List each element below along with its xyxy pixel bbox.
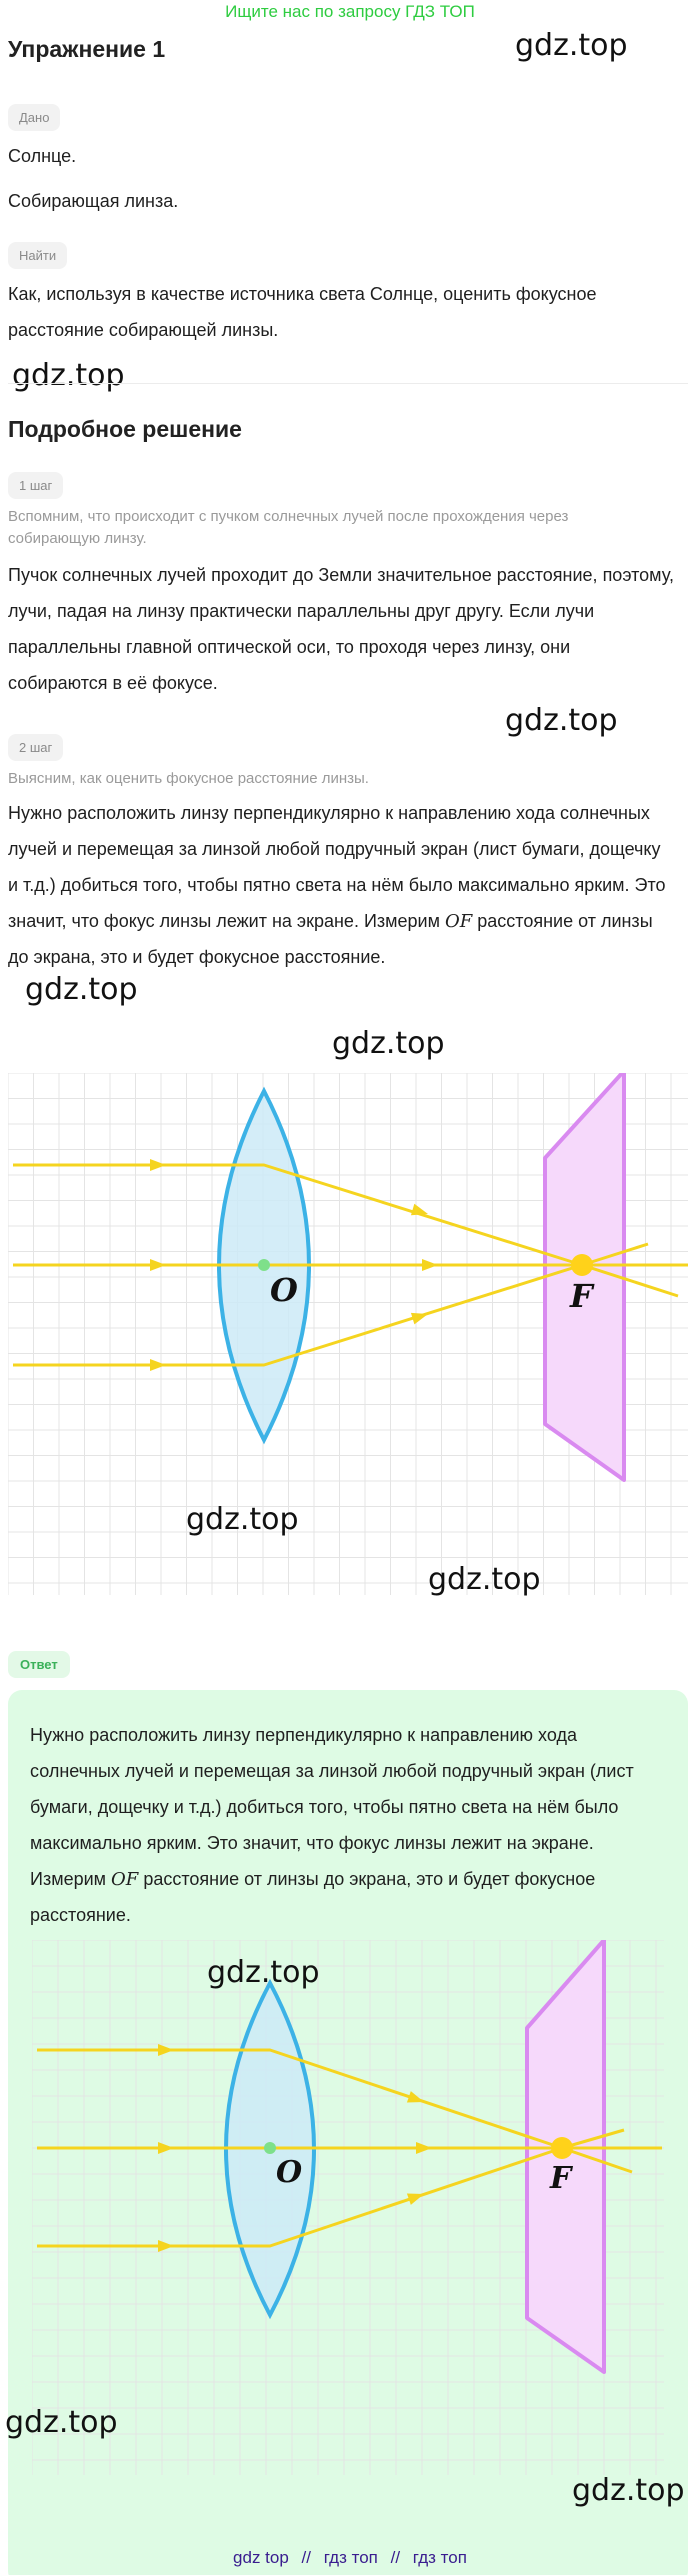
step2-line-3: и т.д.) добиться того, чтобы пятно света…	[8, 875, 666, 895]
answer-chip-wrap: Ответ	[8, 1651, 70, 1678]
given-chip-wrap: Дано	[8, 104, 61, 131]
footer-link-3[interactable]: гдз топ	[412, 2548, 467, 2567]
label-F: F	[549, 2161, 574, 2196]
step1-chip-wrap: 1 шаг	[8, 472, 64, 499]
answer-line-1: Нужно расположить линзу перпендикулярно …	[30, 1725, 577, 1745]
step2-line-5: до экрана, это и будет фокусное расстоян…	[8, 947, 386, 967]
step2-line-4-pre: значит, что фокус линзы лежит на экране.…	[8, 911, 440, 931]
step1-line-1: Пучок солнечных лучей проходит до Земли …	[8, 565, 674, 585]
answer-line-5: Измерим OF расстояние от линзы до экрана…	[30, 1861, 595, 1898]
watermark: gdz.top	[332, 1026, 445, 1061]
given-line-2: Собирающая линза.	[8, 191, 179, 211]
given-chip: Дано	[8, 104, 61, 131]
find-chip-wrap: Найти	[8, 242, 68, 269]
label-O: O	[276, 2155, 302, 2190]
watermark: gdz.top	[25, 972, 138, 1007]
math-OF: OF	[444, 911, 473, 932]
ray-arrow	[158, 2240, 174, 2252]
watermark: gdz.top	[572, 2473, 685, 2508]
find-line-2: расстояние собирающей линзы.	[8, 320, 279, 340]
watermark: gdz.top	[428, 1562, 541, 1597]
solution-title: Подробное решение	[8, 416, 242, 442]
given-line-1: Солнце.	[8, 146, 77, 166]
label-F: F	[569, 1277, 595, 1315]
watermark: gdz.top	[12, 358, 125, 393]
ray-arrow	[410, 1203, 428, 1216]
watermark: gdz.top	[505, 703, 618, 738]
screen	[543, 1073, 626, 1482]
footer-separator: //	[390, 2548, 401, 2567]
step1-line-4: собираются в её фокусе.	[8, 673, 218, 693]
answer-line-3: бумаги, дощечку и т.д.) добиться того, ч…	[30, 1797, 619, 1817]
answer-line-5-pre: Измерим	[30, 1869, 107, 1889]
step1-chip: 1 шаг	[8, 472, 64, 499]
ray-arrow	[150, 1159, 166, 1171]
ray-arrow	[150, 1259, 166, 1271]
find-line-1: Как, используя в качестве источника свет…	[8, 284, 597, 304]
ray-arrow	[158, 2044, 174, 2056]
step1-hint-1: Вспомним, что происходит с пучком солнеч…	[8, 508, 569, 525]
focus-point	[551, 2137, 573, 2159]
ray-arrow	[406, 2091, 424, 2103]
footer-link-2[interactable]: гдз топ	[323, 2548, 378, 2567]
watermark: gdz.top	[515, 28, 628, 63]
light-ray	[13, 1163, 679, 1298]
optical-center-point	[264, 2142, 276, 2154]
ray-arrow	[422, 1259, 438, 1271]
ray-arrow	[410, 1312, 428, 1325]
step2-hint-1: Выясним, как оценить фокусное расстояние…	[8, 770, 369, 787]
step1-line-2: лучи, падая на линзу практически паралле…	[8, 601, 595, 621]
ray-arrow	[416, 2142, 432, 2154]
watermark: gdz.top	[207, 1955, 320, 1990]
ray-arrow	[406, 2193, 424, 2205]
step2-chip-wrap: 2 шаг	[8, 734, 64, 761]
math-OF: OF	[111, 1869, 139, 1890]
step2-line-4: значит, что фокус линзы лежит на экране.…	[8, 903, 653, 940]
answer-line-4: максимально ярким. Это значит, что фокус…	[30, 1833, 594, 1853]
step2-line-2: лучей и перемещая за линзой любой подруч…	[8, 839, 661, 859]
exercise-title: Упражнение 1	[8, 36, 166, 62]
step2-chip: 2 шаг	[8, 734, 64, 761]
focus-point	[571, 1254, 593, 1276]
watermark: gdz.top	[186, 1502, 299, 1537]
footer-links: gdz top // гдз топ // гдз топ	[0, 2548, 700, 2568]
search-banner: Ищите нас по запросу ГДЗ ТОП	[225, 2, 475, 21]
divider	[8, 383, 688, 384]
watermark: gdz.top	[5, 2405, 118, 2440]
step1-line-3: параллельны главной оптической оси, то п…	[8, 637, 571, 657]
answer-line-5-post: расстояние от линзы до экрана, это и буд…	[143, 1869, 596, 1889]
step1-hint-2: собирающую линзу.	[8, 530, 147, 547]
answer-line-6: расстояние.	[30, 1905, 131, 1925]
footer-separator: //	[301, 2548, 311, 2567]
ray-arrow	[158, 2142, 174, 2154]
step2-line-4-post: расстояние от линзы	[477, 911, 653, 931]
find-chip: Найти	[8, 242, 68, 269]
label-O: O	[270, 1271, 298, 1309]
optical-center-point	[258, 1259, 270, 1271]
ray-arrow	[150, 1359, 166, 1371]
footer-link-1[interactable]: gdz top	[233, 2548, 289, 2567]
answer-chip: Ответ	[8, 1651, 70, 1678]
answer-line-2: солнечных лучей и перемещая за линзой лю…	[30, 1761, 634, 1781]
step2-line-1: Нужно расположить линзу перпендикулярно …	[8, 803, 650, 823]
